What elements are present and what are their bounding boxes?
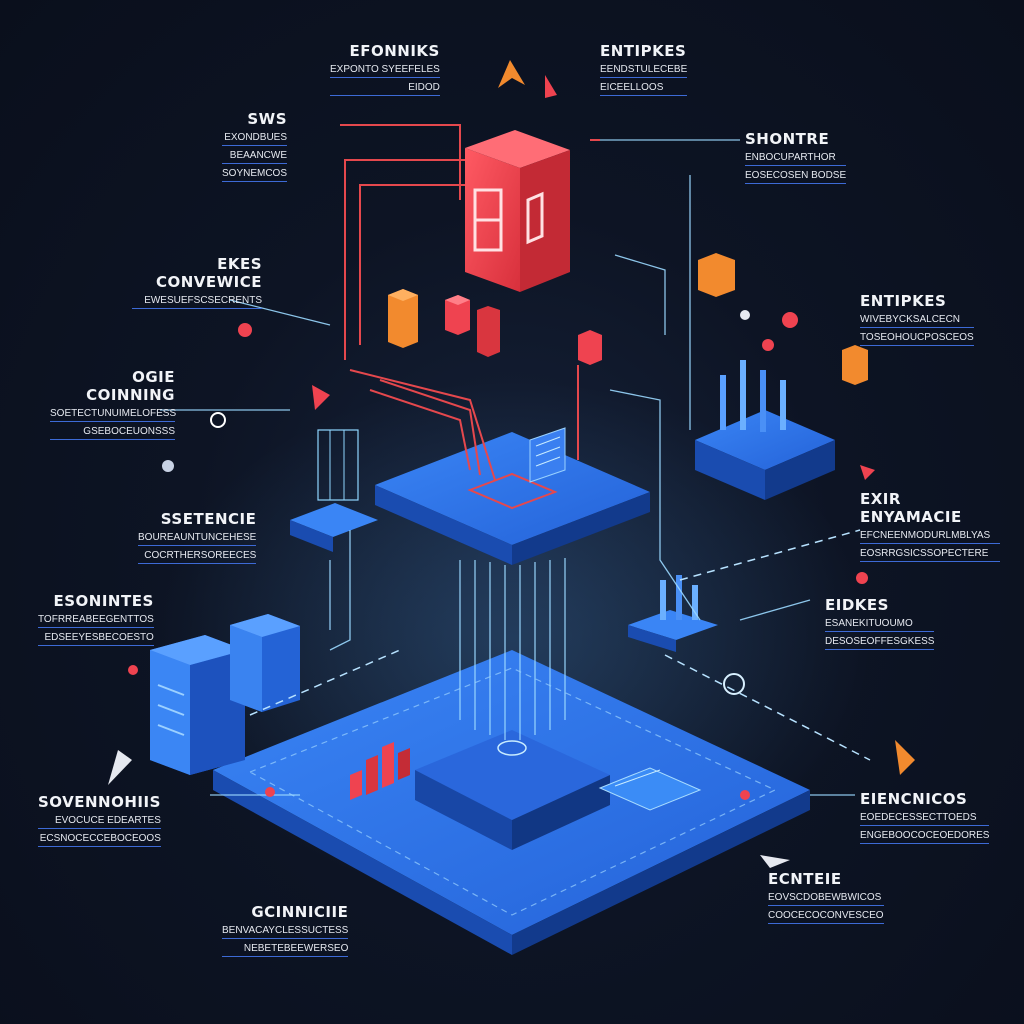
label-line: TOFRREABEEGENTTOS	[38, 613, 154, 628]
label-title: ESONINTES	[53, 592, 154, 610]
label-esonintes: ESONINTES TOFRREABEEGENTTOS EDSEEYESBECO…	[38, 592, 154, 646]
label-title: EXIR ENYAMACIE	[860, 490, 962, 526]
base-platform	[213, 650, 810, 955]
label-title: GCINNICIIE	[251, 903, 349, 921]
label-line: TOSEOHOUCPOSCEOS	[860, 331, 974, 346]
connection-lines	[160, 139, 855, 796]
label-line: EXPONTO SYEEFELES	[330, 63, 440, 78]
label-line: BOUREAUNTUNCEHESE	[138, 531, 257, 546]
middle-platform	[375, 427, 650, 565]
label-line: BEAANCWE	[222, 149, 288, 164]
side-block	[628, 575, 718, 652]
label-eiencnicos: EIENCNICOS EOEDECESSECTTOEDS ENGEBOOCOCE…	[860, 790, 990, 844]
label-title: SHONTRE	[745, 130, 830, 148]
label-line: DESOSEOFFESGKESS	[825, 635, 935, 650]
label-title: EFONNIKS	[349, 42, 440, 60]
label-top-left: EFONNIKS EXPONTO SYEEFELES EIDOD	[330, 42, 440, 96]
label-title: EKES CONVEWICE	[155, 255, 262, 291]
label-entipkes-right: ENTIPKES WIVEBYCKSALCECN TOSEOHOUCPOSCEO…	[860, 292, 974, 346]
label-line: COOCECOCONVESCEO	[768, 909, 884, 924]
label-line: ENBOCUPARTHOR	[745, 151, 847, 166]
arrow-icon	[108, 60, 915, 868]
label-line: SOETECTUNUIMELOFESS	[50, 407, 176, 422]
cube-icon	[465, 130, 570, 292]
label-title: ECNTEIE	[768, 870, 842, 888]
red-wiring	[340, 124, 600, 481]
label-sws: SWS EXONDBUES BEAANCWE SOYNEMCOS	[222, 110, 288, 182]
label-line: WIVEBYCKSALCECN	[860, 313, 974, 328]
label-ogie: OGIE COINNING SOETECTUNUIMELOFESS GSEBOC…	[50, 368, 176, 440]
label-exir: EXIR ENYAMACIE EFCNEENMODURLMBLYAS EOSRR…	[860, 490, 1000, 562]
label-line: SOYNEMCOS	[222, 167, 288, 182]
label-gcinnicie: GCINNICIIE BENVACAYCLESSUCTESS NEBETEBEE…	[222, 903, 349, 957]
label-sovennohiis: SOVENNOHIIS EVOCUCE EDEARTES ECSNOCECCEB…	[38, 793, 161, 847]
label-top-right: ENTIPKES EENDSTULECEBE EICEELLOOS	[600, 42, 688, 96]
label-line: EVOCUCE EDEARTES	[38, 814, 161, 829]
label-title: EIENCNICOS	[860, 790, 968, 808]
label-ssetencie: SSETENCIE BOUREAUNTUNCEHESE COCRTHERSORE…	[138, 510, 257, 564]
label-line: EOSECOSEN BODSE	[745, 169, 847, 184]
node-icon	[128, 310, 868, 800]
label-ekes: EKES CONVEWICE EWESUEFSCSECRENTS	[132, 255, 262, 309]
label-shontre: SHONTRE ENBOCUPARTHOR EOSECOSEN BODSE	[745, 130, 847, 184]
label-line: BENVACAYCLESSUCTESS	[222, 924, 349, 939]
label-title: SWS	[247, 110, 288, 128]
label-ecnteie: ECNTEIE EOVSCDOBEWBWICOS COOCECOCONVESCE…	[768, 870, 884, 924]
label-line: EOSRRGSICSSOPECTERE	[860, 547, 1000, 562]
label-line: ESANEKITUOUMO	[825, 617, 935, 632]
bar-chart-icon	[350, 742, 410, 800]
label-title: EIDKES	[825, 596, 889, 614]
label-line: EIDOD	[330, 81, 440, 96]
label-title: SOVENNOHIIS	[38, 793, 161, 811]
label-line: EWESUEFSCSECRENTS	[132, 294, 262, 309]
label-title: SSETENCIE	[160, 510, 257, 528]
label-line: EFCNEENMODURLMBLYAS	[860, 529, 1000, 544]
label-line: ENGEBOOCOCEOEDORES	[860, 829, 990, 844]
label-line: EDSEEYESBECOESTO	[38, 631, 154, 646]
label-line: EICEELLOOS	[600, 81, 688, 96]
floating-cubes	[388, 253, 868, 385]
server-rack-icon	[150, 614, 300, 775]
label-line: ECSNOCECCEBOCEOOS	[38, 832, 161, 847]
label-line: NEBETEBEEWERSEO	[222, 942, 349, 957]
label-line: COCRTHERSOREECES	[138, 549, 257, 564]
left-block	[290, 429, 378, 552]
screen-panel	[598, 767, 702, 811]
right-platform	[695, 360, 835, 500]
label-line: EOVSCDOBEWBWICOS	[768, 891, 884, 906]
label-title: OGIE COINNING	[86, 368, 175, 404]
label-line: GSEBOCEUONSSS	[50, 425, 175, 440]
label-line: EXONDBUES	[222, 131, 288, 146]
dashed-connectors	[249, 529, 871, 761]
label-title: ENTIPKES	[860, 292, 947, 310]
label-title: ENTIPKES	[600, 42, 687, 60]
label-eidkes: EIDKES ESANEKITUOUMO DESOSEOFFESGKESS	[825, 596, 935, 650]
label-line: EOEDECESSECTTOEDS	[860, 811, 990, 826]
label-line: EENDSTULECEBE	[600, 63, 688, 78]
